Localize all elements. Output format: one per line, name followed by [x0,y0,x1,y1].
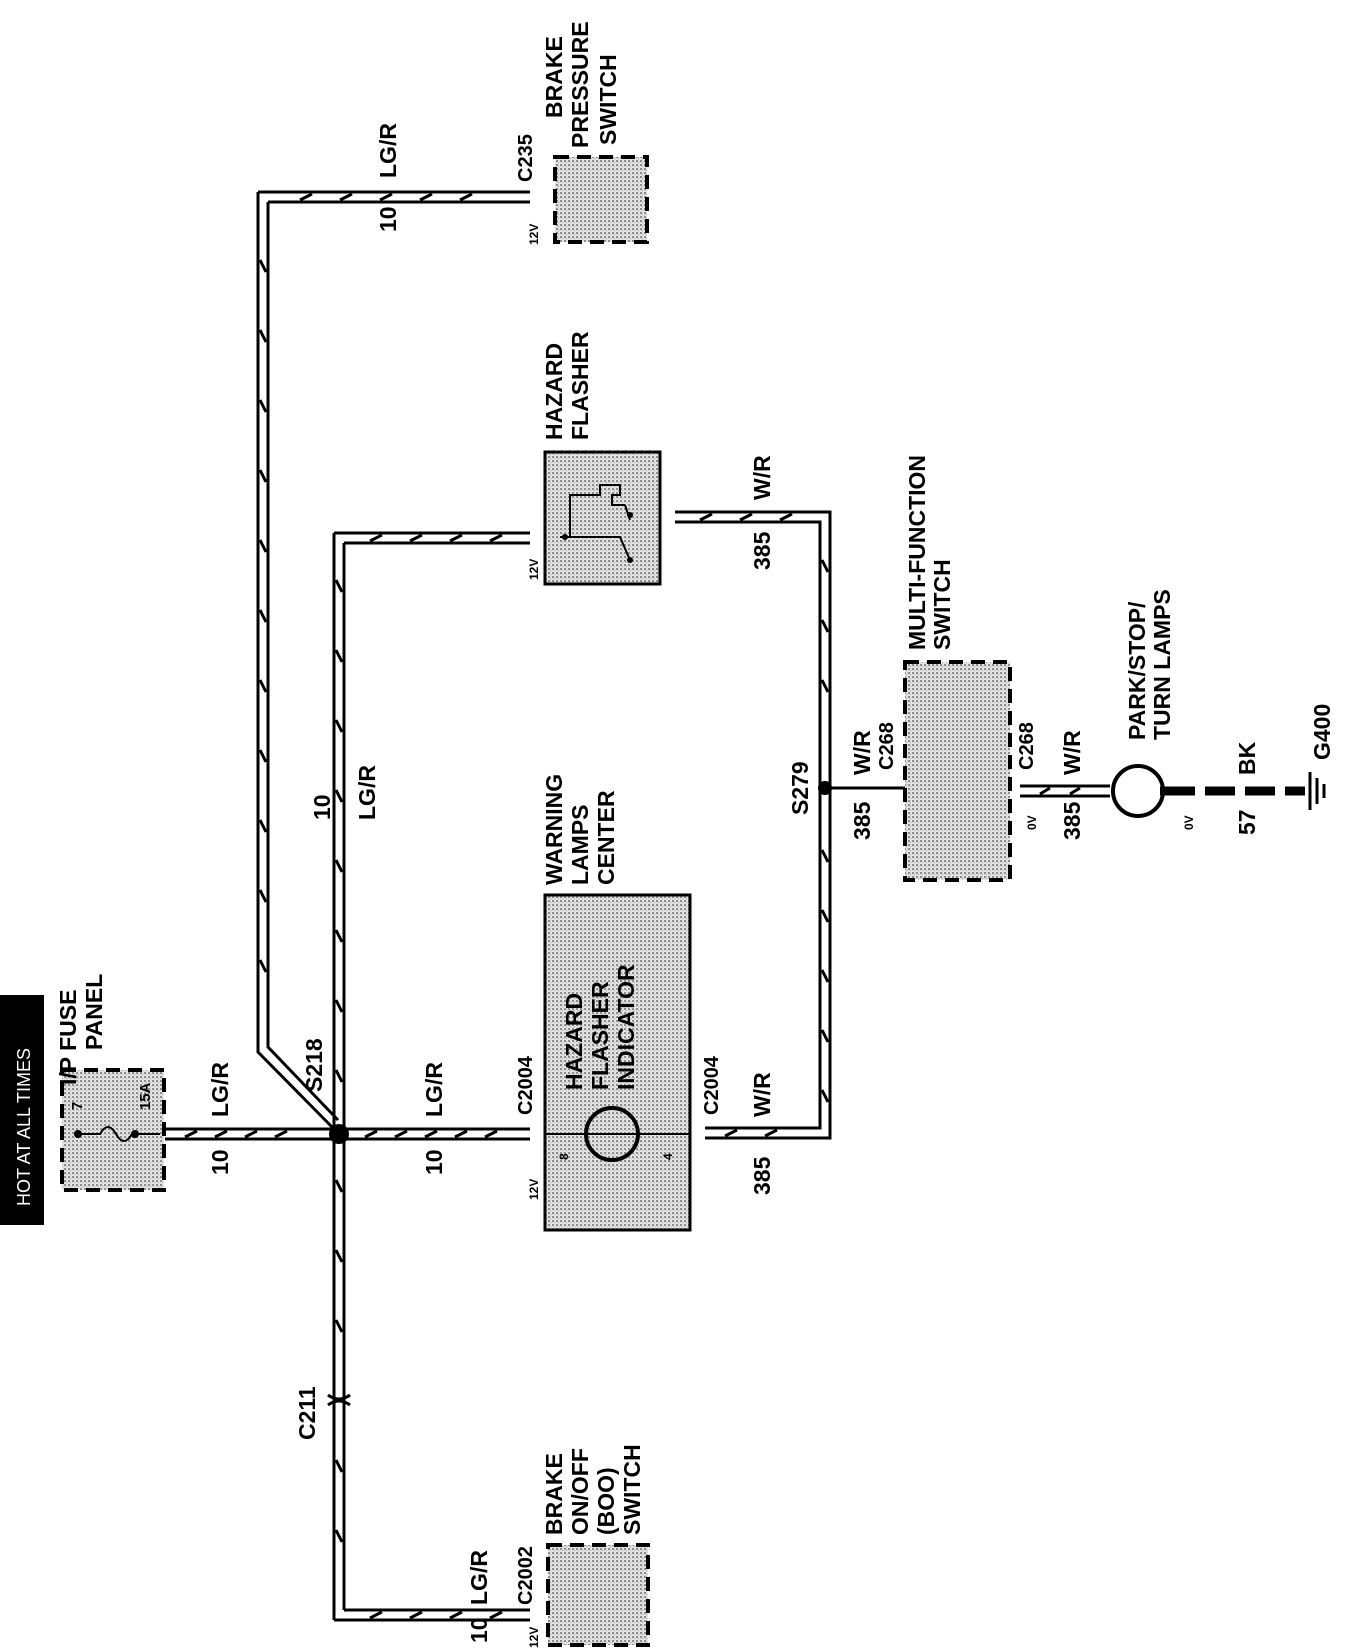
splice-s218-dot [329,1124,349,1144]
fuse-rating: 15A [137,1082,154,1110]
ground-label: G400 [1309,704,1335,760]
brake-pressure-voltage: 12V [527,224,541,245]
brake-pressure-switch-box [553,155,649,244]
wire-to-warning-color: LG/R [421,1062,447,1117]
fuse-panel-line2: PANEL [81,974,107,1050]
multifunction-line1: MULTI-FUNCTION [904,455,930,650]
ground-icon [1308,772,1326,810]
fuse-panel-line1: I/P FUSE [55,990,81,1085]
warning-lamps-line1: WARNING [541,774,567,885]
wire-trunk-vertical [332,533,346,1620]
park-lamps-line2: TURN LAMPS [1149,589,1175,740]
wire-fuse-out-circuit: 10 [207,1149,233,1175]
wire-to-brake-pressure-circuit: 10 [375,206,401,232]
warning-pin-out: 4 [661,1153,675,1160]
wire-warning-out-color: W/R [749,1072,775,1117]
wire-to-warning [338,1127,530,1141]
hazard-flasher-voltage: 12V [527,559,541,580]
ground-wire-circuit: 57 [1234,809,1260,835]
hazard-indicator-line3: INDICATOR [613,964,639,1090]
boo-line1: BRAKE [541,1453,567,1535]
splice-s279-dot [818,781,832,795]
wire-to-flasher [334,531,530,545]
c2002-label: C2002 [515,1546,537,1605]
wire-to-boo-circuit: 10 [466,1617,492,1643]
header-label: HOT AT ALL TIMES [14,1048,34,1206]
c268-out-label: C268 [1016,722,1038,770]
wire-to-flasher-color: LG/R [354,765,380,820]
wire-to-warning-circuit: 10 [421,1149,447,1175]
boo-switch-box [546,1543,650,1647]
fuse-number: 7 [69,1102,86,1110]
wires [165,190,1110,1622]
fuse-panel [60,1068,166,1192]
wire-to-brake-pressure-color: LG/R [375,123,401,178]
wire-to-brake-pressure [258,190,530,204]
wire-to-boo-color: LG/R [466,1550,492,1605]
c211-label: C211 [294,1386,320,1440]
wire-to-mfs-circuit: 385 [849,801,875,840]
c2004-out-label: C2004 [701,1055,723,1115]
hazard-flasher [543,450,662,586]
c235-label: C235 [515,134,537,182]
c268-in-label: C268 [876,722,898,770]
brake-pressure-line1: BRAKE [541,36,567,118]
brake-pressure-line3: SWITCH [595,54,621,145]
mfs-voltage: 0V [1025,815,1039,830]
warning-voltage: 12V [527,1179,541,1200]
wire-stripes [184,192,1081,1620]
hazard-indicator-line2: FLASHER [587,981,613,1090]
brake-pressure-line2: PRESSURE [567,21,593,148]
splice-s279-label: S279 [787,761,813,815]
boo-line4: SWITCH [619,1444,645,1535]
park-lamps-line1: PARK/STOP/ [1124,601,1150,740]
boo-line3: (BOO) [593,1467,619,1535]
warning-pin-in: 8 [557,1153,571,1160]
hazard-flasher-line2: FLASHER [567,331,593,440]
wire-flasher-out [675,510,832,1140]
multifunction-line2: SWITCH [929,559,955,650]
park-lamps-voltage: 0V [1182,815,1196,830]
warning-lamps-line2: LAMPS [567,805,593,886]
wire-mfs-out [1020,784,1110,798]
warning-lamps-center [543,893,692,1232]
labels: I/P FUSE PANEL 7 15A LG/R 10 S218 LG/R 1… [55,21,1335,1648]
hazard-indicator-line1: HAZARD [561,993,587,1090]
wire-flasher-out-color: W/R [749,455,775,500]
header-bar: HOT AT ALL TIMES [0,995,44,1225]
multifunction-switch-box [903,660,1012,882]
wire-to-mfs-color: W/R [849,730,875,775]
ground-wire-color: BK [1234,741,1260,775]
wire-mfs-out-circuit: 385 [1059,801,1085,840]
park-lamp-bulb-icon [1111,764,1165,818]
boo-voltage: 12V [527,1627,541,1648]
c2004-in-label: C2004 [515,1055,537,1115]
hazard-flasher-line1: HAZARD [541,343,567,440]
wire-to-boo [334,1608,530,1622]
wire-mfs-out-color: W/R [1059,730,1085,775]
c211-connector [327,1393,351,1407]
wire-to-flasher-circuit: 10 [309,794,335,820]
wire-flasher-out-circuit: 385 [749,531,775,570]
splice-s218-label: S218 [301,1038,327,1092]
wire-warning-out-circuit: 385 [749,1156,775,1195]
wire-fuse-out [165,1127,338,1141]
warning-lamps-line3: CENTER [593,790,619,885]
boo-line2: ON/OFF [567,1448,593,1535]
wire-fuse-out-color: LG/R [207,1062,233,1117]
